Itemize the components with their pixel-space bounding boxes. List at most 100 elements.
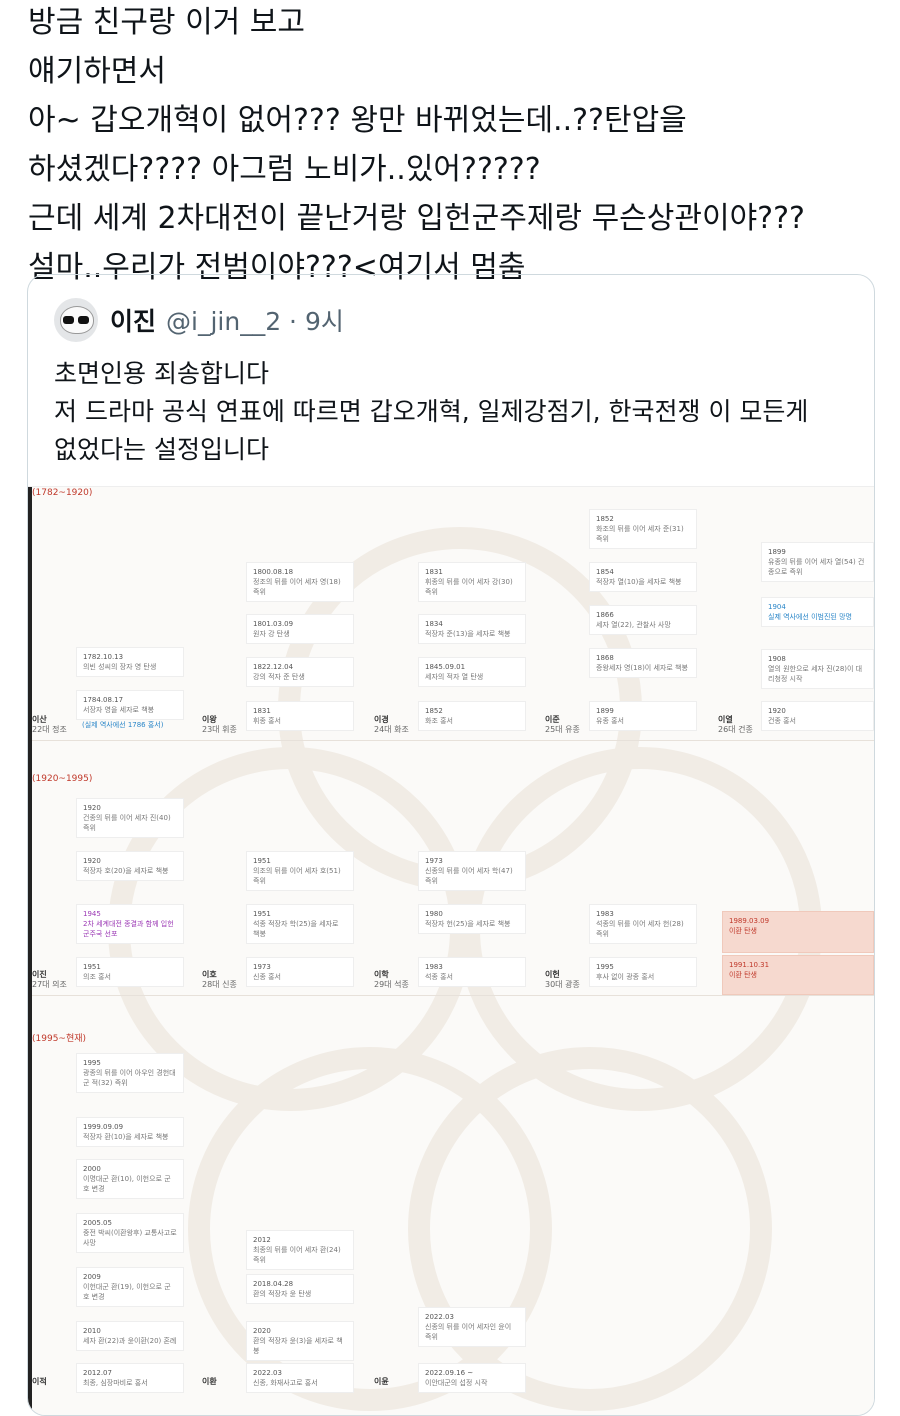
card-date: 1854 — [596, 568, 614, 576]
card-desc: 이명대군 환(10), 이헌으로 군호 변경 — [83, 1175, 171, 1193]
tweet-line: 아~ 갑오개혁이 없어??? 왕만 바뀌었는데..??탄압을 — [28, 103, 687, 138]
card-date: 1822.12.04 — [253, 663, 294, 671]
card-desc: 화조의 뒤를 이어 세자 준(31) 즉위 — [596, 525, 684, 543]
card-date: 2009 — [83, 1273, 101, 1281]
card-date: 1899 — [596, 707, 614, 715]
card-date: 1831 — [253, 707, 271, 715]
row-divider — [32, 995, 874, 996]
quoted-author-handle[interactable]: @i_jin__2 · 9시 — [166, 307, 344, 336]
king-name: 이환 — [202, 1377, 217, 1386]
avatar-glasses-shape — [78, 316, 89, 324]
card-date: 1920 — [83, 857, 101, 865]
timeline-card: 1920 건종 홍서 — [761, 701, 874, 731]
card-desc: 건종 홍서 — [768, 717, 796, 725]
timeline-card: 1854 적장자 열(10)을 세자로 책봉 — [589, 562, 697, 592]
king-title: 27대 의조 — [32, 980, 67, 989]
card-date: 1784.08.17 — [83, 696, 124, 704]
card-desc: 신종, 화재사고로 홍서 — [253, 1379, 318, 1387]
timeline-card-highlight: 1991.10.31 이환 탄생 — [722, 955, 874, 995]
card-date: 1782.10.13 — [83, 653, 124, 661]
card-date: 2022.03 — [425, 1313, 454, 1321]
card-desc: 유종의 뒤를 이어 세자 열(54) 건종으로 즉위 — [768, 558, 865, 576]
card-date: 1920 — [768, 707, 786, 715]
card-desc: 서장자 영을 세자로 책봉 — [83, 706, 155, 714]
card-date: 1834 — [425, 620, 443, 628]
card-desc: 실제 역사에선 이범진된 망명 — [768, 613, 852, 621]
card-date: 1866 — [596, 611, 614, 619]
card-desc: 증왕세자 영(18)이 세자로 책봉 — [596, 664, 688, 672]
card-desc: 광종의 뒤를 이어 아우인 경헌대군 적(32) 즉위 — [83, 1069, 176, 1087]
card-desc: 세자 환(22)과 윤이환(20) 혼례 — [83, 1337, 177, 1345]
timeline-card: 1973 신종 홍서 — [246, 957, 354, 987]
king-title: 24대 화조 — [374, 725, 409, 734]
section-label: (1995~현재) — [32, 1034, 87, 1044]
watermark-flower-petal — [408, 1047, 772, 1411]
king-name: 이산 — [32, 715, 47, 724]
card-desc: 환의 적장자 윤 탄생 — [253, 1290, 312, 1298]
card-date: 1973 — [253, 963, 271, 971]
timeline-card: 1899 유종 홍서 — [589, 701, 697, 731]
king-title: 22대 정조 — [32, 725, 67, 734]
card-date: 2010 — [83, 1327, 101, 1335]
timeline-card: 1899 유종의 뒤를 이어 세자 열(54) 건종으로 즉위 — [761, 542, 874, 582]
card-desc: 이안대군의 섭정 시작 — [425, 1379, 488, 1387]
card-date: 1852 — [596, 515, 614, 523]
card-desc: 원자 강 탄생 — [253, 630, 290, 638]
card-date: 1983 — [425, 963, 443, 971]
card-date: 2012.07 — [83, 1369, 112, 1377]
timeline-card: 1995 후사 없이 광종 홍서 — [589, 957, 697, 987]
card-desc: 건종의 뒤를 이어 세자 진(40) 즉위 — [83, 814, 171, 832]
card-date: 2020 — [253, 1327, 271, 1335]
card-desc: 후사 없이 광종 홍서 — [596, 973, 655, 981]
card-desc: 유종 홍서 — [596, 717, 624, 725]
card-date: 1845.09.01 — [425, 663, 466, 671]
card-date: 2018.04.28 — [253, 1280, 294, 1288]
king-title: 23대 휘종 — [202, 725, 237, 734]
card-date: 1868 — [596, 654, 614, 662]
card-desc: 적장자 열(10)을 세자로 책봉 — [596, 578, 682, 586]
king-label: 이윤 — [374, 1377, 389, 1387]
card-desc: 적장자 호(20)을 세자로 책봉 — [83, 867, 169, 875]
avatar[interactable] — [54, 298, 98, 342]
king-name: 이진 — [32, 970, 47, 979]
card-date: 1991.10.31 — [729, 961, 770, 969]
card-desc: 중전 박씨(이환왕후) 교통사고로 사망 — [83, 1229, 177, 1247]
timeline-card: 2010 세자 환(22)과 윤이환(20) 혼례 — [76, 1321, 184, 1351]
card-desc: 석종 적장자 학(25)을 세자로 책봉 — [253, 920, 339, 938]
card-date: 1995 — [596, 963, 614, 971]
card-date: 1980 — [425, 910, 443, 918]
timeline-card: 2022.09.16 ~이안대군의 섭정 시작 — [418, 1363, 526, 1393]
card-desc: 석종 홍서 — [425, 973, 453, 981]
card-date: 1995 — [83, 1059, 101, 1067]
card-desc: 화조 홍서 — [425, 717, 453, 725]
card-date: (실제 역사에선 1786 홍서) — [82, 721, 164, 729]
quoted-author-name[interactable]: 이진 — [110, 307, 157, 336]
avatar-glasses-shape — [63, 316, 74, 324]
card-desc: 이환 탄생 — [729, 971, 757, 979]
card-date: 1899 — [768, 548, 786, 556]
card-date: 1951 — [83, 963, 101, 971]
card-date: 1951 — [253, 910, 271, 918]
quoted-tweet[interactable]: 이진 @i_jin__2 · 9시 초면인용 죄송합니다 저 드라마 공식 연표… — [27, 274, 875, 1416]
king-title: 29대 석종 — [374, 980, 409, 989]
card-desc: 2차 세계대전 종결과 함께 입헌군주국 선포 — [83, 920, 174, 938]
king-title: 30대 광종 — [545, 980, 580, 989]
king-name: 이헌 — [545, 970, 560, 979]
card-desc: 신종 홍서 — [253, 973, 281, 981]
card-date: 1908 — [768, 655, 786, 663]
